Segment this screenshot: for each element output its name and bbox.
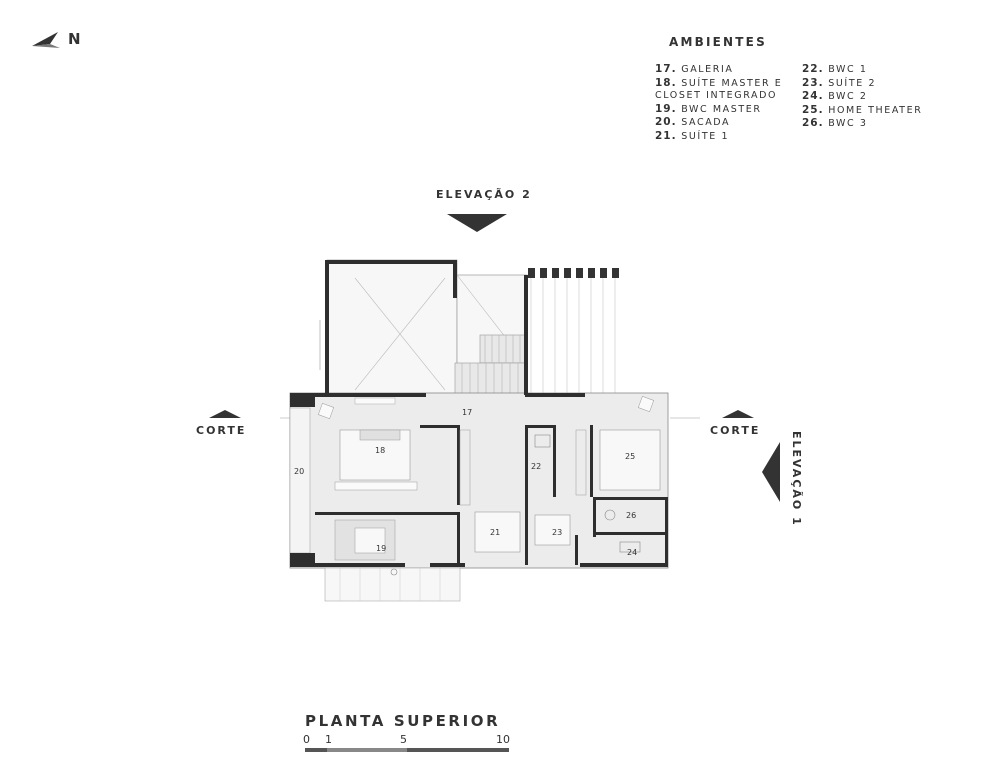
- section-left-label: CORTE: [196, 424, 247, 437]
- elevation-1-label: ELEVAÇÃO 1: [790, 431, 803, 527]
- drawing-title: PLANTA SUPERIOR: [305, 712, 501, 730]
- elevation-2-label: ELEVAÇÃO 2: [436, 188, 532, 201]
- legend-item: 18. SUÍTE MASTER E: [655, 76, 783, 89]
- room-23-label: 23: [552, 528, 562, 537]
- scale-tick-1: 1: [325, 733, 332, 746]
- scale-bar: [305, 748, 509, 752]
- room-19-label: 19: [376, 544, 386, 553]
- scale-tick-0: 0: [303, 733, 310, 746]
- room-26-label: 26: [626, 511, 636, 520]
- legend-title: AMBIENTES: [669, 35, 767, 49]
- legend-item: 17. GALERIA: [655, 63, 734, 75]
- legend-item: 19. BWC MASTER: [655, 102, 762, 115]
- room-17-label: 17: [462, 408, 472, 417]
- legend-item: 20. SACADA: [655, 116, 731, 128]
- scale-tick-10: 10: [496, 733, 510, 746]
- legend-item: 26. BWC 3: [802, 117, 868, 129]
- room-21-label: 21: [490, 528, 500, 537]
- elevation-2-arrow-icon: [447, 214, 507, 232]
- section-left-arrow-icon: [209, 410, 241, 418]
- room-22-label: 22: [531, 462, 541, 471]
- legend-item: 24. BWC 2: [802, 90, 868, 102]
- elevation-1-arrow-icon: [762, 442, 780, 502]
- room-25-label: 25: [625, 452, 635, 461]
- legend-item: 25. HOME THEATER: [802, 103, 923, 116]
- north-label: N: [68, 30, 82, 48]
- room-24-label: 24: [627, 548, 637, 557]
- legend-item: 23. SUÍTE 2: [802, 76, 877, 89]
- section-right-arrow-icon: [722, 410, 754, 418]
- north-arrow-icon: [32, 32, 60, 48]
- floor-plan: 17 18 19 20 21 22 23 24 25 26: [280, 259, 700, 602]
- legend-column-2: 22. BWC 1 23. SUÍTE 2 24. BWC 2 25. HOME…: [802, 63, 922, 131]
- legend-item: CLOSET INTEGRADO: [655, 90, 778, 101]
- room-20-label: 20: [294, 467, 304, 476]
- scale-tick-5: 5: [400, 733, 407, 746]
- legend-item: 22. BWC 1: [802, 63, 868, 75]
- legend-column-1: 17. GALERIA 18. SUÍTE MASTER E CLOSET IN…: [655, 63, 782, 143]
- legend-item: 21. SUÍTE 1: [655, 129, 730, 142]
- room-18-label: 18: [375, 446, 385, 455]
- section-right-label: CORTE: [710, 424, 761, 437]
